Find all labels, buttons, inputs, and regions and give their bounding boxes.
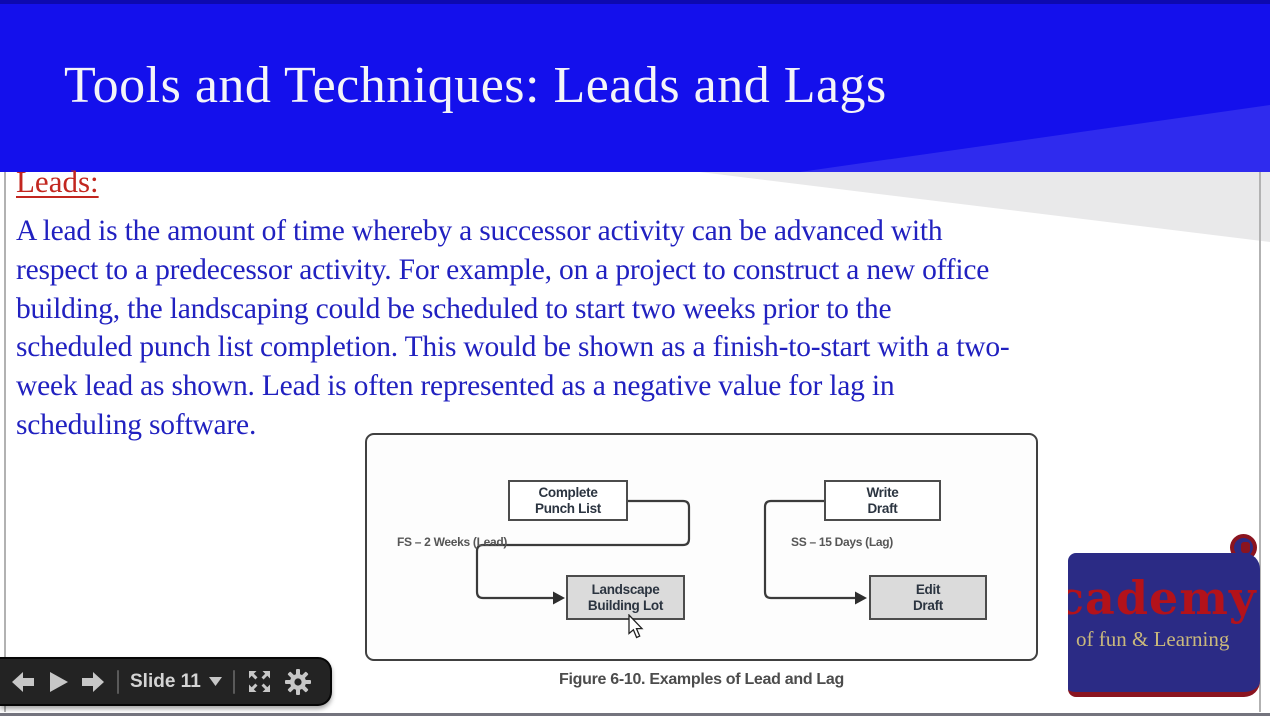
paragraph-line: week lead as shown. Lead is often repres…	[16, 370, 895, 403]
chevron-down-icon	[208, 677, 222, 686]
next-slide-button[interactable]	[80, 670, 106, 694]
node-label: Draft	[867, 500, 898, 516]
node-label: Landscape	[591, 581, 660, 597]
paragraph-line: scheduling software.	[16, 408, 257, 441]
node-complete-punch-list: Complete Punch List	[508, 480, 628, 521]
fullscreen-button[interactable]	[246, 668, 273, 695]
node-label: Complete	[538, 484, 598, 500]
paragraph-line: A lead is the amount of time whereby a s…	[16, 215, 943, 247]
node-landscape-building-lot: Landscape Building Lot	[566, 575, 685, 620]
academy-logo: cademy of fun & Learning	[1068, 534, 1260, 700]
fullscreen-icon	[248, 671, 270, 692]
node-label: Edit	[915, 581, 941, 597]
slide-number-dropdown[interactable]: Slide 11	[130, 671, 222, 693]
node-write-draft: Write Draft	[824, 480, 941, 521]
figure-lead-lag: Complete Punch List Write Draft Landscap…	[365, 433, 1038, 661]
connector-lines	[475, 499, 867, 605]
separator	[117, 669, 119, 694]
paragraph-line: scheduled punch list completion. This wo…	[16, 331, 1010, 364]
slide-left-border	[4, 172, 6, 712]
previous-slide-button[interactable]	[10, 670, 36, 694]
bottom-rule	[0, 713, 1270, 716]
separator	[232, 669, 235, 694]
node-label: Draft	[912, 597, 943, 613]
page-title: Tools and Techniques: Leads and Lags	[64, 57, 887, 114]
section-heading: Leads:	[16, 164, 99, 199]
next-slide-icon	[82, 671, 104, 692]
player-bar: Slide 11	[0, 657, 332, 706]
paragraph-line: respect to a predecessor activity. For e…	[16, 253, 990, 286]
settings-gear-icon	[284, 668, 311, 695]
slide-right-border	[1259, 172, 1261, 712]
logo-tagline: of fun & Learning	[1076, 627, 1230, 651]
edge-label-lag: SS – 15 Days (Lag)	[791, 535, 893, 549]
paragraph-line: building, the landscaping could be sched…	[16, 292, 892, 325]
node-label: Building Lot	[587, 597, 664, 613]
node-edit-draft: Edit Draft	[869, 575, 987, 620]
node-label: Punch List	[534, 500, 601, 516]
settings-button[interactable]	[284, 668, 312, 696]
previous-slide-icon	[12, 671, 34, 692]
slide-header-band: Tools and Techniques: Leads and Lags	[0, 0, 1270, 172]
edge-label-lead: FS – 2 Weeks (Lead)	[397, 535, 508, 549]
play-icon	[50, 671, 68, 692]
play-button[interactable]	[47, 670, 69, 694]
logo-box: cademy of fun & Learning	[1068, 553, 1260, 697]
body-paragraph: A lead is the amount of time whereby a s…	[16, 212, 1256, 445]
mouse-cursor	[628, 614, 644, 639]
node-label: Write	[866, 484, 899, 500]
slide-number-label: Slide 11	[130, 670, 201, 692]
logo-wordmark: cademy	[1068, 571, 1257, 625]
figure-caption: Figure 6-10. Examples of Lead and Lag	[559, 671, 844, 688]
